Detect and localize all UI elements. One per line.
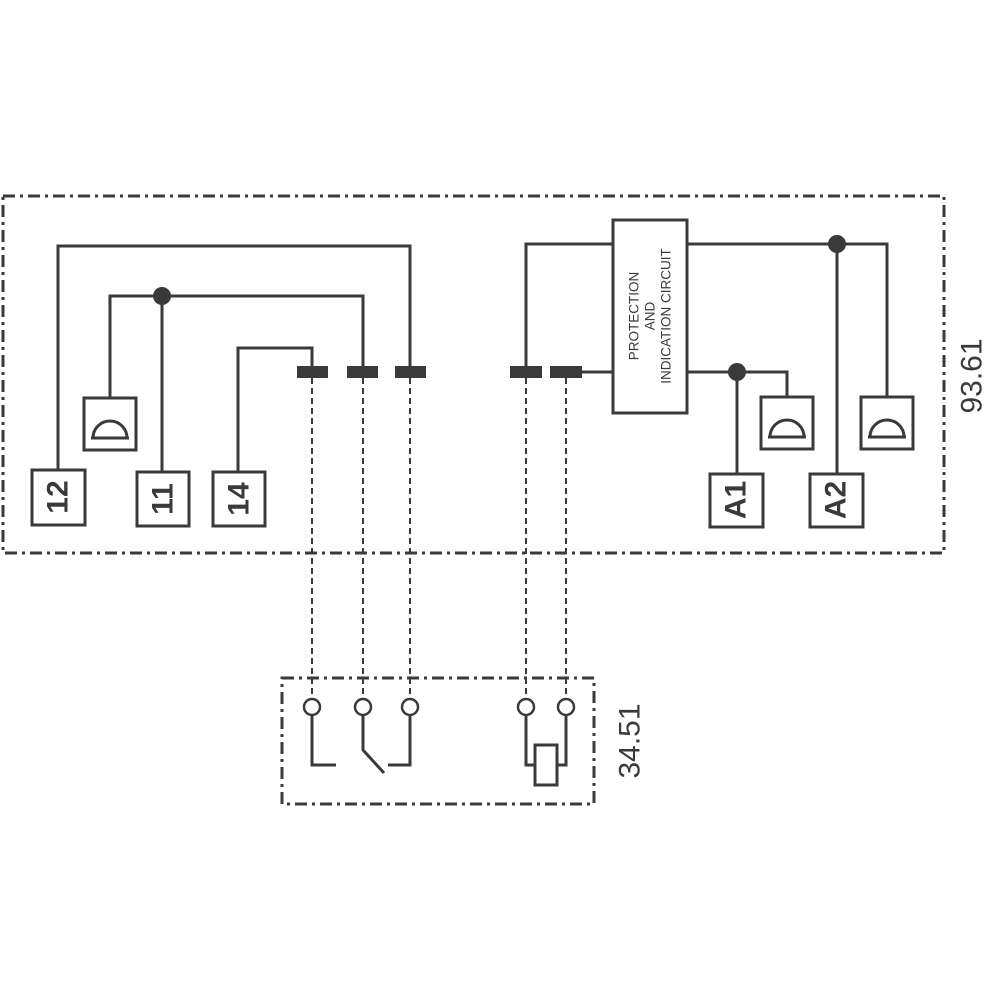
terminal-label-a2: A2 <box>820 481 853 519</box>
circuit-label-line-1: PROTECTION <box>627 272 642 361</box>
relay-coil <box>533 743 559 787</box>
relay-coil-lead-right <box>557 715 568 767</box>
clamp-symbol-a2 <box>859 395 915 451</box>
relay-pins <box>302 697 576 717</box>
wire-a1 <box>687 370 789 397</box>
circuit-label-line-2: AND <box>643 302 658 331</box>
terminal-label-11: 11 <box>147 483 180 515</box>
protection-indication-box <box>611 218 689 415</box>
terminal-box-11 <box>135 470 191 528</box>
relay-common-blade <box>361 715 386 775</box>
plug-connections <box>311 378 567 699</box>
terminal-box-12 <box>30 468 87 527</box>
clamp-symbol-a1 <box>759 395 815 451</box>
terminal-label-14: 14 <box>223 482 256 516</box>
terminal-label-a1: A1 <box>720 481 753 519</box>
terminal-box-a1 <box>708 472 765 529</box>
socket-contact-bars <box>297 366 582 378</box>
wire-coil-left <box>524 242 613 372</box>
terminal-box-a2 <box>808 472 865 529</box>
socket-boundary <box>1 194 946 555</box>
circuit-label-line-3: INDICATION CIRCUIT <box>659 248 674 384</box>
relay-boundary <box>280 676 596 806</box>
socket-model-label: 93.61 <box>956 338 989 413</box>
junction-dots <box>153 235 846 381</box>
wire-a2 <box>687 242 889 397</box>
wire-11 <box>108 294 365 398</box>
circuit-label: PROTECTION AND INDICATION CIRCUIT <box>627 248 674 384</box>
wire-12 <box>56 244 412 470</box>
relay-model-label: 34.51 <box>614 703 647 778</box>
relay-coil-lead-left <box>524 715 535 767</box>
terminal-label-12: 12 <box>42 480 75 513</box>
relay-no-contact <box>388 715 412 767</box>
relay-nc-contact <box>310 715 336 767</box>
clamp-symbol-11 <box>82 396 138 452</box>
wire-14 <box>236 346 314 472</box>
terminal-box-14 <box>211 470 267 528</box>
